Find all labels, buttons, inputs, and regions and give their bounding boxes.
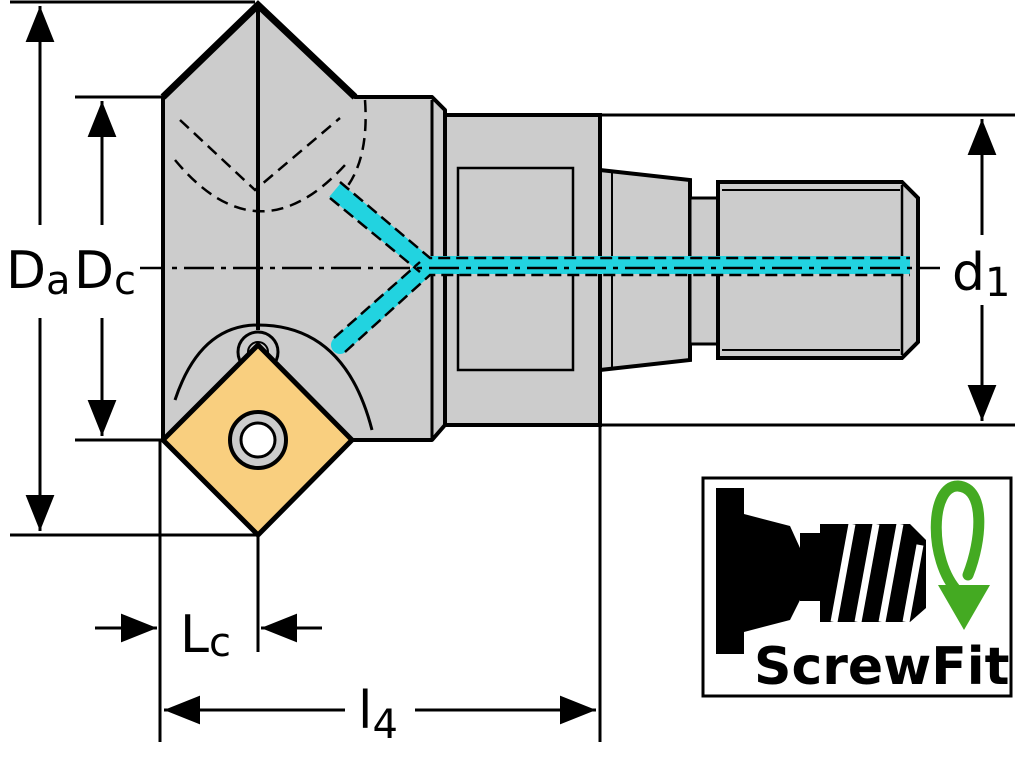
rotate-arrow-icon	[930, 480, 990, 630]
extension-lines	[10, 0, 1015, 742]
cutter-head	[160, 0, 447, 442]
screwfit-logo: ScrewFit	[701, 476, 1013, 698]
label-l4: l4	[358, 681, 398, 748]
screwfit-thread-icon	[716, 488, 926, 654]
label-da: Da	[6, 241, 71, 304]
dimension-lines	[25, 6, 997, 725]
dimension-labels: Da Dc d1 Lc l4	[2, 232, 1010, 748]
label-lc: Lc	[180, 605, 231, 666]
label-d1: d1	[952, 243, 1010, 306]
label-dc: Dc	[74, 241, 136, 304]
coolant-channel	[329, 181, 910, 354]
screwfit-logo-text: ScrewFit	[754, 637, 1009, 697]
